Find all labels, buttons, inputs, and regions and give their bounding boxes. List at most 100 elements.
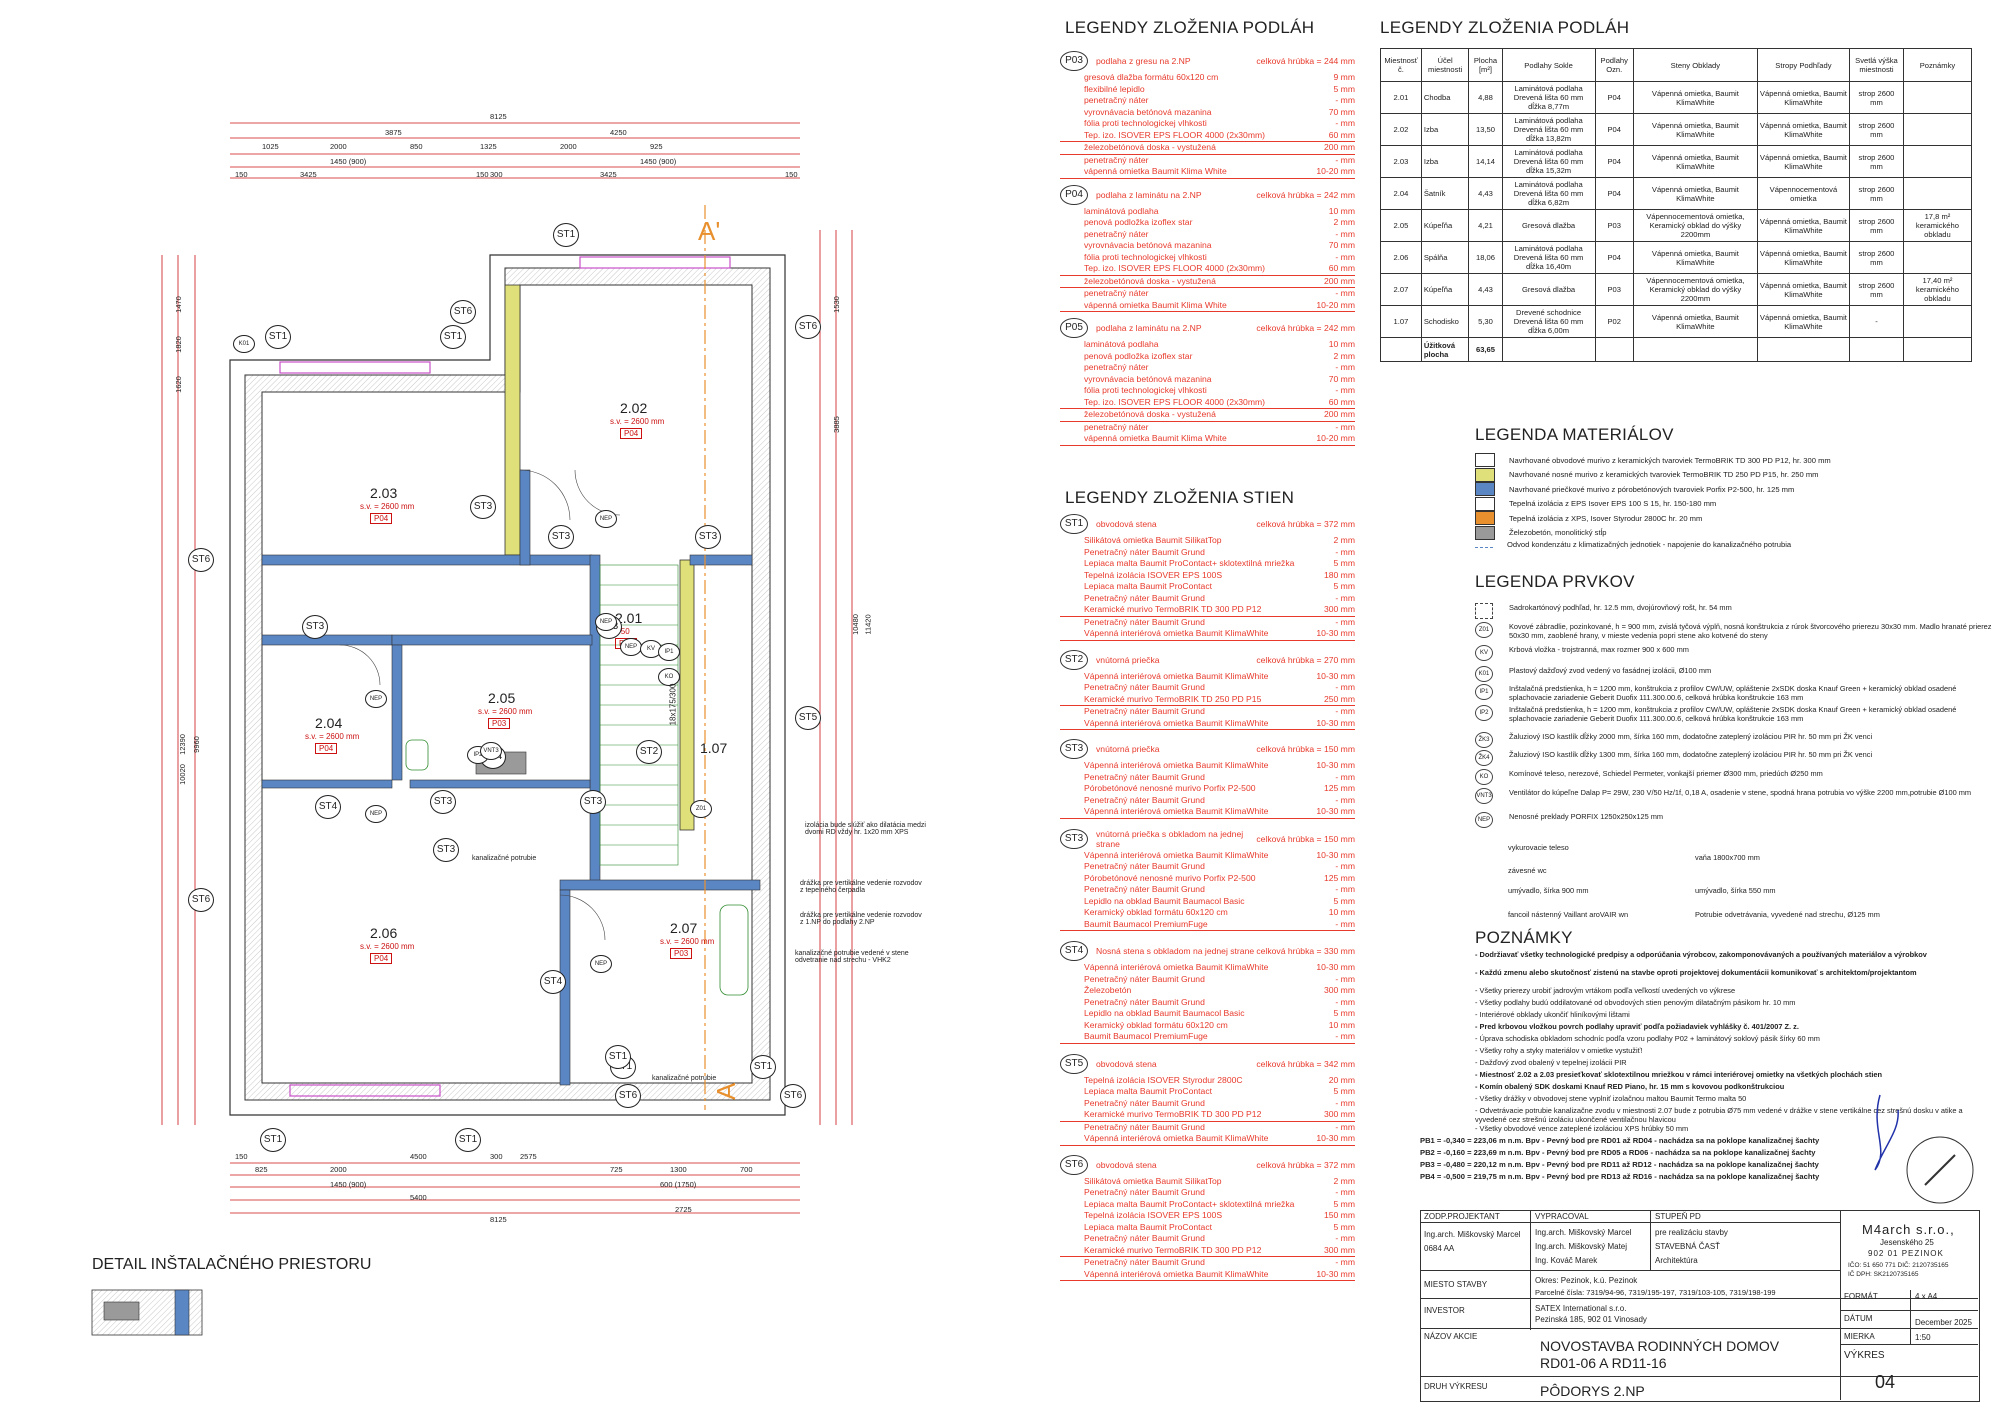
table-cell	[1501, 337, 1596, 362]
detail-title: DETAIL INŠTALAČNÉHO PRIESTORU	[92, 1256, 372, 1273]
dimension-label: 1530	[831, 296, 841, 313]
table-cell: 18,06	[1468, 241, 1503, 274]
floor-table-title: LEGENDY ZLOŽENIA PODLÁH	[1380, 18, 1630, 37]
stair-label: 18x175/300	[668, 683, 678, 726]
room-floor-code: P04	[370, 953, 393, 964]
layer-name: Penetračný náter Baumit Grund	[1084, 546, 1205, 557]
notes-title: POZNÁMKY	[1475, 928, 1573, 947]
wall-tag: K01	[233, 335, 255, 353]
dimension-label: 8125	[490, 1215, 507, 1224]
composition-layer: Pórobetónové nenosné murivo Porfix P2-50…	[1060, 873, 1355, 885]
table-cell: 4,43	[1468, 177, 1503, 210]
composition-layer: Penetračný náter Baumit Grund- mm	[1060, 547, 1355, 559]
composition-layer: Lepiaca malta Baumit ProContact+ sklotex…	[1060, 558, 1355, 570]
table-cell: Spálňa	[1420, 241, 1470, 274]
composition-name: Nosná stena s obkladom na jednej strane	[1096, 946, 1255, 956]
tb-stupen2: STAVEBNÁ ČASŤ	[1655, 1242, 1721, 1251]
composition-layer: Vápenná interiérová omietka Baumit Klima…	[1060, 671, 1355, 683]
dimension-label: 3885	[831, 416, 841, 433]
dimension-label: 9960	[191, 736, 201, 753]
layer-name: Silikátová omietka Baumit SilikatTop	[1084, 1175, 1222, 1186]
layer-thickness: 70 mm	[1328, 106, 1355, 117]
material-row: Odvod kondenzátu z klimatizačných jednot…	[1475, 540, 1995, 549]
composition-total: celková hrúbka = 242 mm	[1256, 189, 1355, 200]
layer-thickness: 10-30 mm	[1316, 962, 1355, 972]
layer-thickness: 10 mm	[1328, 1019, 1355, 1030]
note-item: - Odvetrávacie potrubie kanalizačne zvod…	[1475, 1106, 1963, 1124]
table-header: Účel miestnosti	[1420, 48, 1470, 82]
tb-format: 4 x A4	[1915, 1292, 1938, 1301]
table-header: Podlahy Ozn.	[1594, 48, 1634, 82]
layer-name: Tep. izo. ISOVER EPS FLOOR 4000 (2x30mm)	[1084, 396, 1266, 407]
material-text: Tepelná izolácia z EPS Isover EPS 100 S …	[1509, 499, 1717, 508]
element-text: Inštalačná predstienka, h = 1200 mm, kon…	[1509, 684, 1957, 702]
room-height: s.v. = 2600 mm	[305, 732, 360, 741]
layer-name: Penetračný náter Baumit Grund	[1084, 1121, 1205, 1132]
composition-layer: Tep. izo. ISOVER EPS FLOOR 4000 (2x30mm)…	[1060, 263, 1355, 276]
layer-thickness: 10-20 mm	[1316, 433, 1355, 443]
materials-title: LEGENDA MATERIÁLOV	[1475, 425, 1674, 444]
element-symbol: KO	[1475, 769, 1493, 785]
material-row: Tepelná izolácia z XPS, Isover Styrodur …	[1475, 511, 1995, 525]
room-number: 2.03	[370, 485, 398, 501]
wall-tag: ST3	[695, 525, 721, 549]
layer-thickness: - mm	[1335, 706, 1355, 716]
tb-zodp-name: Ing.arch. Miškovský Marcel	[1424, 1230, 1521, 1239]
table-cell: Vápenná omietka, Baumit KlimaWhite	[1632, 113, 1758, 146]
layer-name: penetračný náter	[1084, 362, 1149, 372]
layer-name: Tepelná izolácia ISOVER EPS 100S	[1084, 1210, 1223, 1220]
table-cell	[1902, 81, 1973, 114]
layer-thickness: 300 mm	[1323, 604, 1355, 614]
layer-name: železobetónová doska - vystužená	[1084, 409, 1216, 419]
table-cell: 4,88	[1468, 81, 1503, 114]
tb-druh-label: DRUH VÝKRESU	[1424, 1382, 1488, 1391]
layer-name: vápenná omietka Baumit Klima White	[1084, 166, 1227, 176]
material-text: Odvod kondenzátu z klimatizačných jednot…	[1507, 540, 1792, 549]
table-cell: 2.03	[1380, 145, 1422, 178]
layer-thickness: 2 mm	[1333, 535, 1355, 545]
floor-plan: A' A	[91, 122, 853, 1336]
composition-layer: penetračný náter- mm	[1060, 155, 1355, 167]
table-cell: Laminátová podlaha Drevená lišta 60 mm d…	[1501, 113, 1596, 146]
element-symbol: IP1	[1475, 684, 1493, 700]
table-cell: Vápenná omietka, Baumit KlimaWhite	[1756, 145, 1851, 178]
dimension-label: 1450 (900)	[640, 157, 677, 166]
layer-name: vápenná omietka Baumit Klima White	[1084, 433, 1227, 443]
material-swatch	[1475, 525, 1495, 540]
wall-tag: ST1	[553, 223, 579, 247]
layer-name: Vápenná interiérová omietka Baumit Klima…	[1084, 717, 1269, 728]
table-cell: 1.07	[1380, 305, 1422, 338]
layer-name: Keramický obklad formátu 60x120 cm	[1084, 1019, 1228, 1030]
layer-thickness: - mm	[1335, 771, 1355, 782]
material-row: Tepelná izolácia z EPS Isover EPS 100 S …	[1475, 496, 1995, 511]
composition-name: podlaha z laminátu na 2.NP	[1096, 323, 1202, 333]
dimension-label: 2000	[330, 142, 347, 151]
table-cell: 2.05	[1380, 209, 1422, 242]
plan-note: kanalizačné potrubie vedené v stene odve…	[795, 950, 909, 964]
wall-tag: ST1	[750, 1055, 776, 1079]
note-item: - Dažďový zvod obalený v tepelnej izolác…	[1475, 1058, 1627, 1067]
material-swatch	[1475, 467, 1495, 482]
composition-layer: Vápenná interiérová omietka Baumit Klima…	[1060, 760, 1355, 772]
room-height: s.v. = 2600 mm	[360, 502, 415, 511]
wall-tag: ST6	[795, 315, 821, 339]
fixture-label: umývadlo, šírka 550 mm	[1695, 886, 1776, 895]
table-cell	[1902, 113, 1973, 146]
table-cell: 17,40 m² keramického obkladu	[1902, 273, 1973, 306]
element-symbol: NEP	[1475, 812, 1493, 828]
table-cell: 2.02	[1380, 113, 1422, 146]
